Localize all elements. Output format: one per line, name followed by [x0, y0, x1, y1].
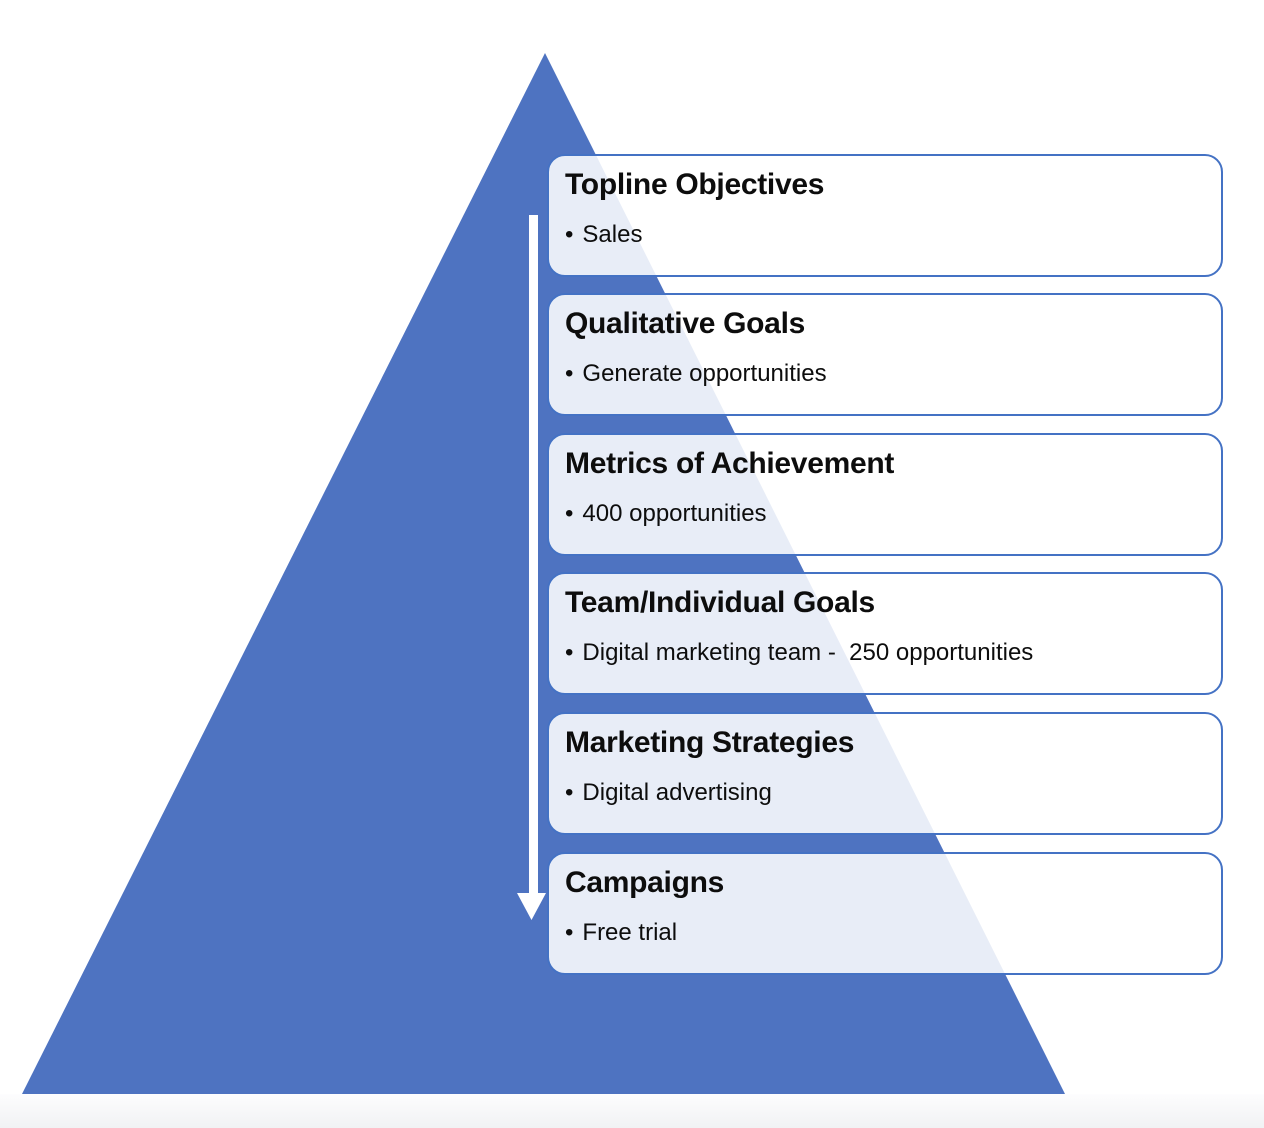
- level-title: Campaigns: [565, 866, 725, 899]
- level-bullet: Free trial: [582, 919, 678, 946]
- level-box-campaigns: Campaigns • Free trial: [547, 852, 1223, 975]
- level-bullet: Sales: [582, 221, 643, 248]
- level-bullet: Digital advertising: [582, 779, 772, 806]
- down-arrow-shaft: [529, 215, 538, 895]
- bullet-icon: •: [565, 639, 574, 666]
- bullet-icon: •: [565, 360, 574, 387]
- level-title: Team/Individual Goals: [565, 586, 875, 619]
- level-bullet: Digital marketing team - 250 opportuniti…: [582, 639, 1034, 666]
- level-bullet: 400 opportunities: [582, 500, 767, 527]
- level-bullet-line: • Sales: [565, 220, 1201, 250]
- bullet-icon: •: [565, 919, 574, 946]
- level-box-topline-objectives: Topline Objectives • Sales: [547, 154, 1223, 277]
- bullet-icon: •: [565, 221, 574, 248]
- level-box-marketing-strategies: Marketing Strategies • Digital advertisi…: [547, 712, 1223, 835]
- down-arrow: [517, 215, 546, 920]
- level-title: Marketing Strategies: [565, 726, 855, 759]
- level-bullet-line: • Digital advertising: [565, 778, 1201, 808]
- level-bullet-line: • 400 opportunities: [565, 499, 1201, 529]
- level-bullet: Generate opportunities: [582, 360, 827, 387]
- down-arrow-head: [517, 893, 546, 920]
- level-bullet-line: • Free trial: [565, 918, 1201, 948]
- bullet-icon: •: [565, 779, 574, 806]
- level-box-team-individual-goals: Team/Individual Goals • Digital marketin…: [547, 572, 1223, 695]
- level-box-metrics-of-achievement: Metrics of Achievement • 400 opportuniti…: [547, 433, 1223, 556]
- level-title: Qualitative Goals: [565, 307, 805, 340]
- bullet-icon: •: [565, 500, 574, 527]
- bottom-edge-shade: [0, 1094, 1264, 1128]
- level-title: Topline Objectives: [565, 168, 825, 201]
- level-bullet-line: • Generate opportunities: [565, 359, 1201, 389]
- level-box-qualitative-goals: Qualitative Goals • Generate opportuniti…: [547, 293, 1223, 416]
- level-title: Metrics of Achievement: [565, 447, 895, 480]
- level-bullet-line: • Digital marketing team - 250 opportuni…: [565, 638, 1201, 668]
